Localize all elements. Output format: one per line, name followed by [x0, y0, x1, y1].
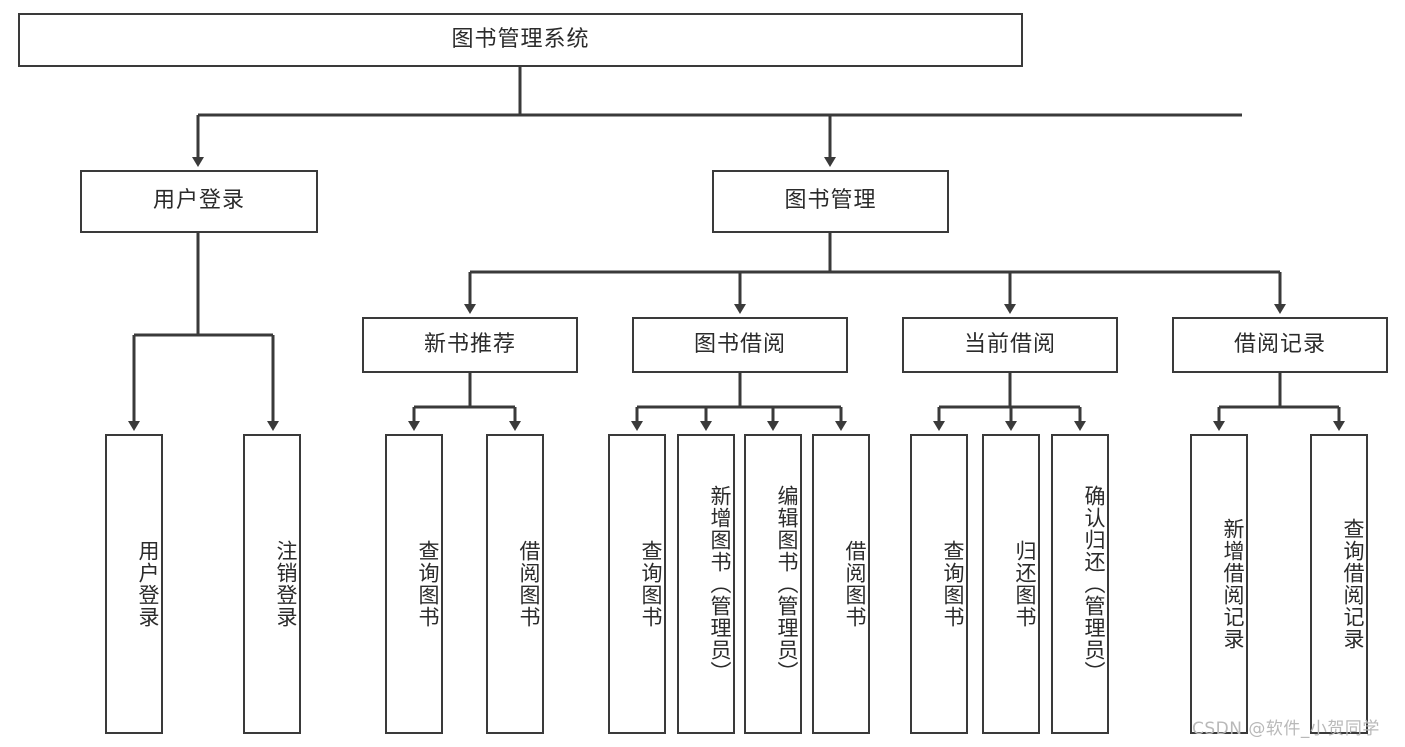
leaf-return-book[interactable]: 归还图书	[982, 434, 1040, 734]
leaf-borrow-book-1[interactable]: 借阅图书	[486, 434, 544, 734]
leaf-borrow-book-2[interactable]: 借阅图书	[812, 434, 870, 734]
leaf-logout[interactable]: 注销登录	[243, 434, 301, 734]
node-book-manage[interactable]: 图书管理	[712, 170, 949, 233]
node-current-borrow[interactable]: 当前借阅	[902, 317, 1118, 373]
node-root[interactable]: 图书管理系统	[18, 13, 1023, 67]
csdn-watermark: CSDN @软件_小贺同学	[1192, 719, 1380, 739]
node-user-login[interactable]: 用户登录	[80, 170, 318, 233]
leaf-query-book-1[interactable]: 查询图书	[385, 434, 443, 734]
leaf-edit-book[interactable]: 编辑图书（管理员）	[744, 434, 802, 734]
node-book-borrow[interactable]: 图书借阅	[632, 317, 848, 373]
leaf-add-book[interactable]: 新增图书（管理员）	[677, 434, 735, 734]
leaf-add-record[interactable]: 新增借阅记录	[1190, 434, 1248, 734]
leaf-query-book-2[interactable]: 查询图书	[608, 434, 666, 734]
node-new-book-recommend[interactable]: 新书推荐	[362, 317, 578, 373]
node-borrow-record[interactable]: 借阅记录	[1172, 317, 1388, 373]
leaf-query-record[interactable]: 查询借阅记录	[1310, 434, 1368, 734]
leaf-user-login[interactable]: 用户登录	[105, 434, 163, 734]
leaf-query-book-3[interactable]: 查询图书	[910, 434, 968, 734]
leaf-confirm-return[interactable]: 确认归还（管理员）	[1051, 434, 1109, 734]
